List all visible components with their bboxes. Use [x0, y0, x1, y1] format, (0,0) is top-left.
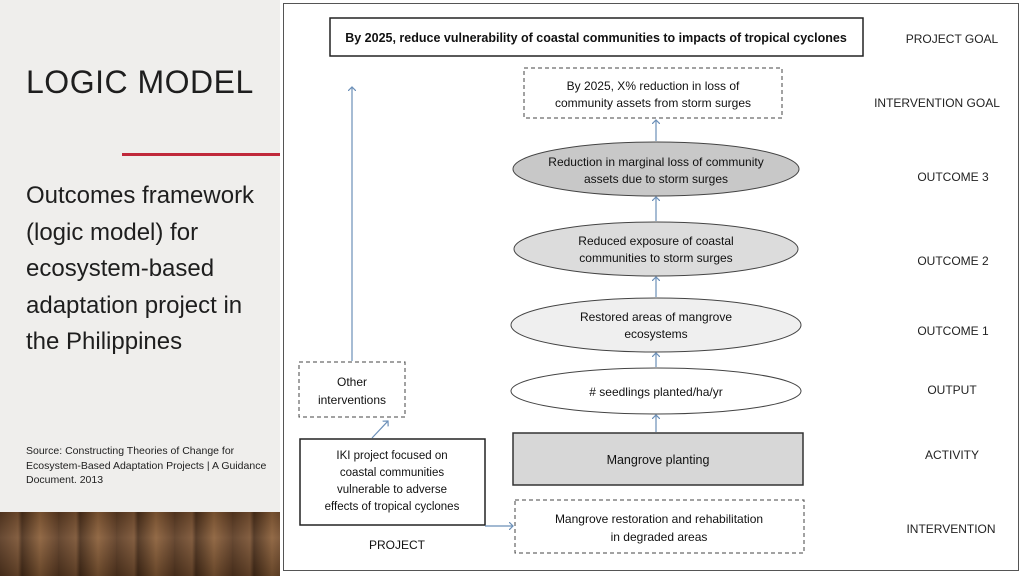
other-interventions-line-2: interventions — [318, 393, 386, 407]
iki-line-4: effects of tropical cyclones — [325, 501, 460, 513]
outcome-3-ellipse — [512, 141, 800, 197]
level-outcome-2: OUTCOME 2 — [917, 254, 989, 268]
logic-model-diagram: By 2025, reduce vulnerability of coastal… — [283, 3, 1019, 571]
iki-line-3: vulnerable to adverse — [337, 484, 447, 496]
slide-subtitle: Outcomes framework (logic model) for eco… — [26, 182, 255, 355]
intervention-goal-box — [523, 67, 783, 119]
outcome-3-line-1: Reduction in marginal loss of community — [548, 155, 763, 169]
intervention-line-2: in degraded areas — [611, 530, 708, 544]
level-output: OUTPUT — [927, 383, 977, 397]
level-activity: ACTIVITY — [925, 448, 979, 462]
other-interventions-line-1: Other — [337, 375, 367, 389]
outcome-2-ellipse — [513, 221, 799, 277]
project-goal-text: By 2025, reduce vulnerability of coastal… — [345, 31, 847, 45]
level-outcome-3: OUTCOME 3 — [917, 170, 989, 184]
intervention-box — [514, 499, 805, 554]
slide-title: LOGIC MODEL — [26, 64, 254, 100]
project-label: PROJECT — [369, 538, 426, 552]
iki-project-box — [299, 438, 486, 526]
intervention-goal-line-2: community assets from storm surges — [555, 96, 751, 110]
intervention-goal-line-1: By 2025, X% reduction in loss of — [567, 79, 740, 93]
level-project-goal: PROJECT GOAL — [906, 32, 999, 46]
outcome-1-ellipse — [510, 297, 802, 353]
project-goal-box — [329, 17, 864, 57]
flow-arrows — [352, 87, 656, 526]
output-ellipse — [510, 367, 802, 415]
outcome-2-line-1: Reduced exposure of coastal — [578, 234, 733, 248]
output-text: # seedlings planted/ha/yr — [589, 385, 722, 399]
activity-box — [512, 432, 804, 486]
accent-divider — [122, 153, 280, 156]
level-outcome-1: OUTCOME 1 — [917, 324, 989, 338]
iki-line-2: coastal communities — [340, 467, 444, 479]
other-interventions-box — [298, 361, 406, 418]
level-intervention-goal: INTERVENTION GOAL — [874, 96, 1000, 110]
activity-text: Mangrove planting — [607, 453, 710, 467]
outcome-3-line-2: assets due to storm surges — [584, 172, 728, 186]
level-intervention: INTERVENTION — [906, 522, 995, 536]
outcome-1-line-1: Restored areas of mangrove — [580, 310, 732, 324]
outcome-2-line-2: communities to storm surges — [579, 251, 732, 265]
title-panel: LOGIC MODEL Outcomes framework (logic mo… — [0, 0, 280, 576]
iki-line-1: IKI project focused on — [336, 450, 447, 462]
intervention-line-1: Mangrove restoration and rehabilitation — [555, 512, 763, 526]
arrow-iki-to-other — [371, 421, 388, 439]
wood-floor-decoration — [0, 512, 280, 576]
outcome-1-line-2: ecosystems — [624, 327, 687, 341]
source-citation: Source: Constructing Theories of Change … — [26, 445, 267, 486]
diagram-svg: By 2025, reduce vulnerability of coastal… — [298, 17, 1000, 554]
